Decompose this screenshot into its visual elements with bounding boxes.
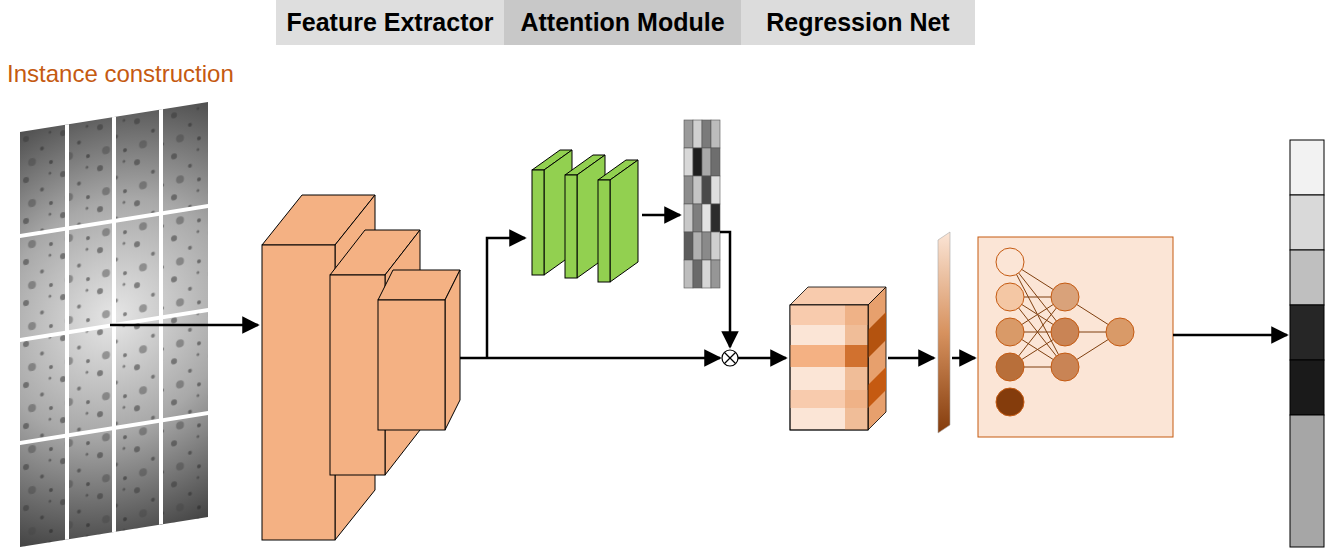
header-section: Regression Net — [741, 0, 975, 45]
attention-map — [684, 120, 720, 288]
section-title: Regression Net — [766, 8, 949, 37]
attention-layers — [532, 150, 638, 282]
flow-arrow — [720, 232, 730, 347]
header-section: Feature Extractor — [276, 0, 504, 45]
weighted-features — [790, 287, 886, 430]
flow-arrow — [460, 357, 720, 360]
pooled-vector — [938, 232, 950, 433]
flow-arrow — [738, 357, 786, 360]
regression-network — [978, 237, 1173, 437]
output-scores — [1290, 140, 1324, 547]
flow-arrow — [888, 357, 934, 360]
section-title: Feature Extractor — [286, 8, 493, 37]
section-label: Instance construction — [7, 60, 234, 88]
flow-arrow — [642, 214, 680, 217]
multiply-symbol — [722, 350, 738, 366]
header-section: Attention Module — [504, 0, 741, 45]
section-title: Attention Module — [520, 8, 724, 37]
flow-arrow — [487, 238, 525, 358]
flow-arrow — [1173, 334, 1287, 337]
flow-arrow — [952, 357, 975, 360]
flow-arrow — [110, 324, 258, 327]
cnn-blocks — [262, 195, 460, 540]
